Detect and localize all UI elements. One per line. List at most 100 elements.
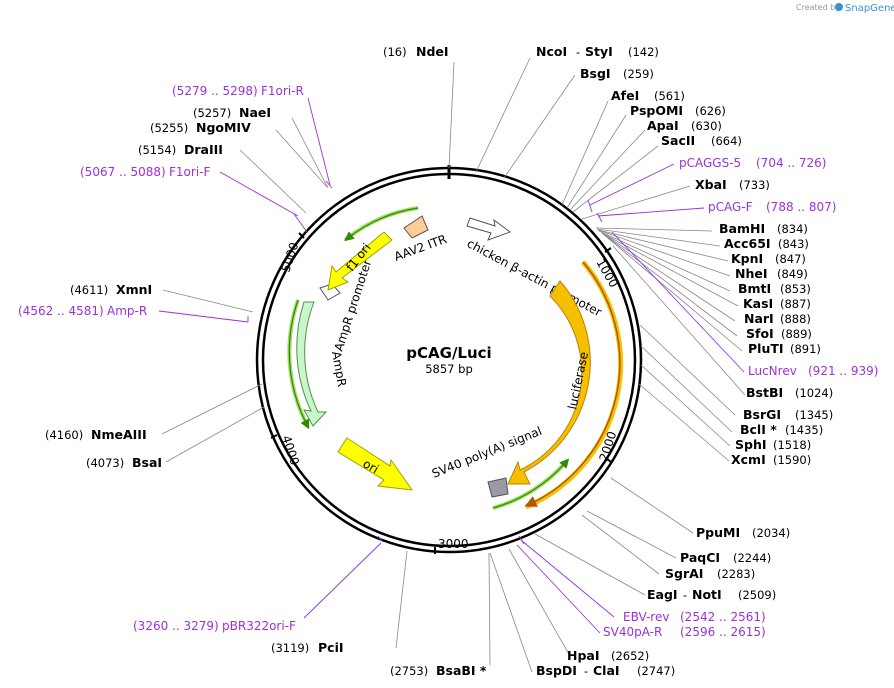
ncoi-name: NcoI bbox=[536, 44, 567, 59]
lucnrev-range: (921 .. 939) bbox=[808, 364, 878, 378]
nhei-pos: (849) bbox=[777, 267, 808, 281]
enzyme-hpai[interactable]: HpaI(2652) bbox=[567, 648, 649, 663]
enzyme-pluti[interactable]: PluTI(891) bbox=[748, 341, 821, 356]
hpai-name: HpaI bbox=[567, 648, 600, 663]
enzyme-bsgi[interactable]: BsgI(259) bbox=[580, 66, 654, 81]
enzyme-naei[interactable]: (5257)NaeI bbox=[193, 105, 271, 120]
tick-1000 bbox=[604, 247, 612, 253]
primer-pbr322ori-f[interactable]: (3260 .. 3279)pBR322ori-F bbox=[133, 619, 296, 633]
enzyme-sphi[interactable]: SphI(1518) bbox=[735, 437, 811, 452]
pluti-name: PluTI bbox=[748, 341, 784, 356]
enzyme-bsrgi[interactable]: BsrGI(1345) bbox=[743, 407, 833, 422]
enzyme-kpni[interactable]: KpnI (847) bbox=[731, 251, 806, 266]
enzyme-bsabi[interactable]: (2753) BsaBI * bbox=[390, 663, 487, 678]
enzyme-labels: (16)NdeI NcoI-StyI(142) BsgI(259) AfeI(5… bbox=[45, 44, 833, 678]
enzyme-xbai[interactable]: XbaI(733) bbox=[695, 177, 770, 192]
ampr-promoter-arrow[interactable] bbox=[319, 283, 341, 301]
enzyme-pcii[interactable]: (3119)PciI bbox=[271, 640, 344, 655]
enzyme-pspomi[interactable]: PspOMI(626) bbox=[630, 103, 726, 118]
ebvrev-range: (2542 .. 2561) bbox=[680, 610, 766, 624]
f1ori-arrow[interactable] bbox=[327, 231, 393, 291]
chicken-promoter-arrow[interactable] bbox=[466, 217, 512, 241]
enzyme-nhei[interactable]: NheI(849) bbox=[735, 266, 808, 281]
draiii-name: DraIII bbox=[184, 142, 223, 157]
styi-name: StyI bbox=[585, 44, 613, 59]
ampr-range: (4562 .. 4581) bbox=[18, 304, 104, 318]
ori-label: ori bbox=[361, 456, 382, 476]
pcii-name: PciI bbox=[318, 640, 344, 655]
afei-pos: (561) bbox=[654, 89, 685, 103]
sacii-name: SacII bbox=[661, 133, 695, 148]
sacii-pos: (664) bbox=[711, 134, 742, 148]
enzyme-sfoi[interactable]: SfoI(889) bbox=[746, 326, 812, 341]
primer-pcaggs5[interactable]: pCAGGS-5(704 .. 726) bbox=[679, 156, 826, 170]
kpni-pos: (847) bbox=[775, 252, 806, 266]
bmti-name: BmtI bbox=[738, 281, 771, 296]
enzyme-bsai[interactable]: (4073)BsaI bbox=[86, 455, 162, 470]
bspdi-pos: (2747) bbox=[637, 664, 675, 678]
enzyme-ngomiv[interactable]: (5255) NgoMIV bbox=[150, 120, 251, 135]
enzyme-nmeaiii[interactable]: (4160)NmeAIII bbox=[45, 427, 147, 442]
enzyme-xcmi[interactable]: XcmI(1590) bbox=[731, 452, 811, 467]
primer-ebv-rev[interactable]: EBV-rev(2542 .. 2561) bbox=[623, 610, 766, 624]
pcaggs5-range: (704 .. 726) bbox=[756, 156, 826, 170]
bsai-pos: (4073) bbox=[86, 456, 124, 470]
primer-f1ori-f[interactable]: (5067 .. 5088)F1ori-F bbox=[80, 165, 210, 179]
enzyme-bspdi-clai[interactable]: BspDI-ClaI(2747) bbox=[536, 663, 675, 678]
ppumi-name: PpuMI bbox=[696, 525, 740, 540]
enzyme-apai[interactable]: ApaI(630) bbox=[647, 118, 722, 133]
sv40-label: SV40 poly(A) signal bbox=[430, 424, 544, 481]
plasmid-size: 5857 bp bbox=[425, 362, 473, 376]
bstbi-name: BstBI bbox=[746, 385, 783, 400]
enzyme-nari[interactable]: NarI(888) bbox=[744, 311, 811, 326]
enzyme-xmni[interactable]: (4611)XmnI bbox=[70, 282, 152, 297]
ngomiv-name: NgoMIV bbox=[196, 120, 251, 135]
eagi-name: EagI bbox=[647, 587, 678, 602]
ampr-green-arrow bbox=[288, 299, 310, 430]
enzyme-bamhi[interactable]: BamHI (834) bbox=[719, 221, 808, 236]
ndei-name: NdeI bbox=[416, 44, 449, 59]
pbr322-name: pBR322ori-F bbox=[222, 619, 296, 633]
enzyme-bmti[interactable]: BmtI(853) bbox=[738, 281, 811, 296]
enzyme-draiii[interactable]: (5154)DraIII bbox=[138, 142, 223, 157]
snapgene-label: SnapGene bbox=[845, 3, 894, 14]
enzyme-ndei[interactable]: (16)NdeI bbox=[383, 44, 449, 59]
kasi-name: KasI bbox=[743, 296, 773, 311]
naei-name: NaeI bbox=[239, 105, 271, 120]
ori-arrow[interactable] bbox=[337, 437, 414, 491]
sv40-polya-box[interactable] bbox=[487, 477, 509, 498]
enzyme-paqci[interactable]: PaqCI(2244) bbox=[680, 550, 771, 565]
primer-sv40pa-r[interactable]: SV40pA-R(2596 .. 2615) bbox=[603, 625, 766, 639]
bsabi-name: BsaBI * bbox=[436, 663, 487, 678]
primer-amp-r[interactable]: (4562 .. 4581)Amp-R bbox=[18, 304, 147, 318]
enzyme-ncoi-styi[interactable]: NcoI-StyI(142) bbox=[536, 44, 659, 59]
primer-lucnrev[interactable]: LucNrev(921 .. 939) bbox=[748, 364, 878, 378]
enzyme-kasi[interactable]: KasI (887) bbox=[743, 296, 811, 311]
sv40-green-arrow bbox=[492, 458, 570, 509]
bspdi-name: BspDI bbox=[536, 663, 577, 678]
primer-pcag-f[interactable]: pCAG-F(788 .. 807) bbox=[708, 200, 836, 214]
enzyme-sgrai[interactable]: SgrAI(2283) bbox=[665, 566, 755, 581]
luciferase-arrow[interactable] bbox=[507, 280, 591, 485]
enzyme-ppumi[interactable]: PpuMI(2034) bbox=[696, 525, 790, 540]
enzyme-afei[interactable]: AfeI(561) bbox=[611, 88, 685, 103]
enzyme-sacii[interactable]: SacII (664) bbox=[661, 133, 742, 148]
aav2-itr-box[interactable] bbox=[403, 215, 429, 239]
primer-f1ori-r[interactable]: (5279 .. 5298)F1ori-R bbox=[172, 84, 304, 98]
ampr-arrow[interactable] bbox=[296, 301, 328, 427]
kpni-name: KpnI bbox=[731, 251, 763, 266]
enzyme-acc65i[interactable]: Acc65I(843) bbox=[724, 236, 809, 251]
plasmid-name: pCAG/Luci bbox=[406, 344, 491, 362]
bamhi-pos: (834) bbox=[777, 222, 808, 236]
enzyme-bstbi[interactable]: BstBI(1024) bbox=[746, 385, 833, 400]
enzyme-bcli[interactable]: BclI *(1435) bbox=[740, 422, 823, 437]
enzyme-eagi-noti[interactable]: EagI-NotI(2509) bbox=[647, 587, 776, 602]
bamhi-name: BamHI bbox=[719, 221, 765, 236]
tick-label-4000: 4000 bbox=[279, 434, 302, 467]
bsabi-pos: (2753) bbox=[390, 664, 428, 678]
f1ori-f-name: F1ori-F bbox=[169, 165, 210, 179]
sv40par-name: SV40pA-R bbox=[603, 625, 662, 639]
ngomiv-pos: (5255) bbox=[150, 121, 188, 135]
kasi-pos: (887) bbox=[780, 297, 811, 311]
xcmi-name: XcmI bbox=[731, 452, 766, 467]
